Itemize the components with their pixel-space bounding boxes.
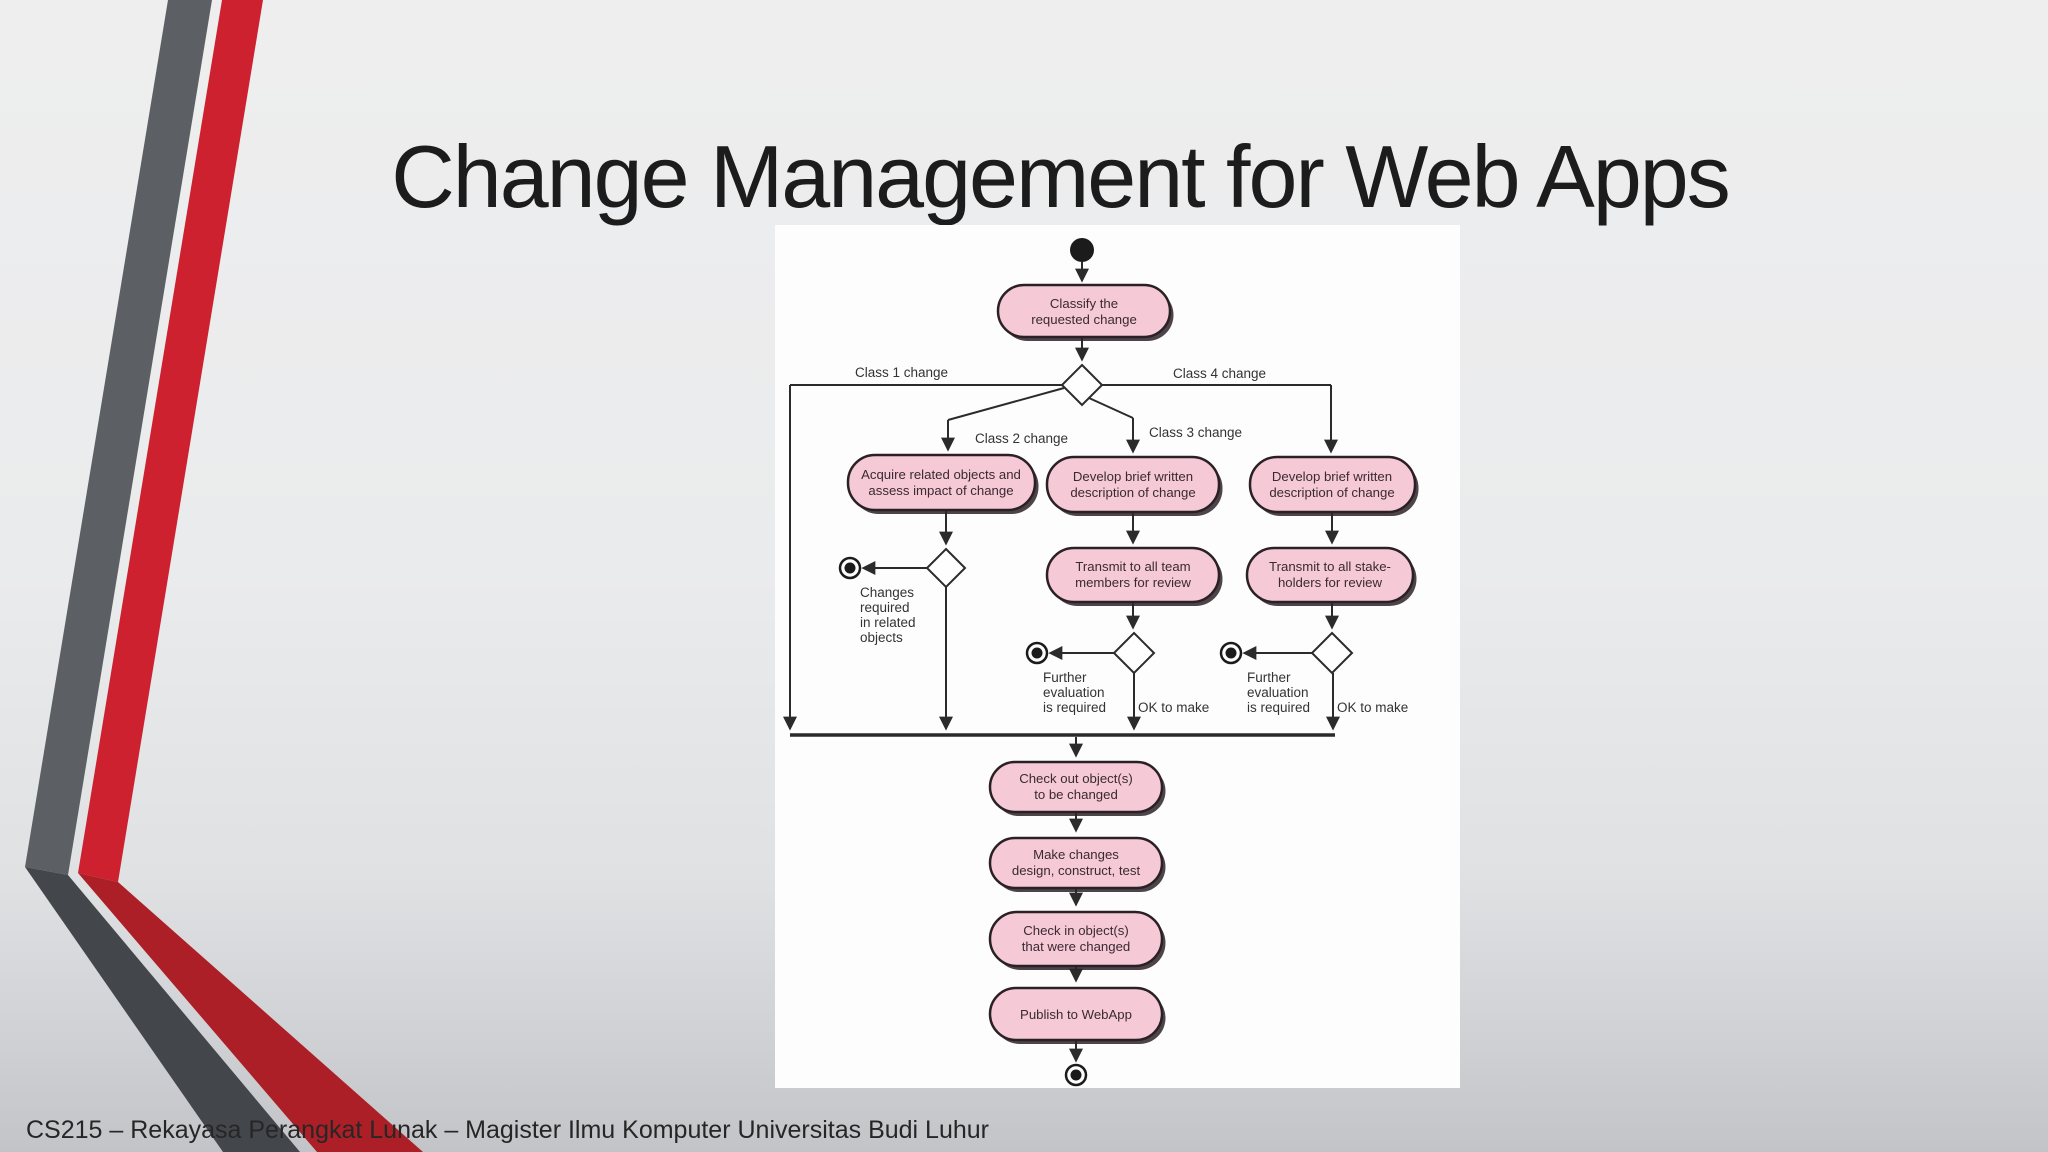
edge-labels: Class 1 change Class 4 change Class 2 ch… — [855, 365, 1408, 715]
end-node-stake — [1219, 641, 1243, 665]
svg-text:that were changed: that were changed — [1022, 939, 1131, 954]
label-class4-change: Class 4 change — [1173, 366, 1266, 381]
label-changes-required: Changes required in related objects — [860, 585, 916, 645]
end-node-team — [1025, 641, 1049, 665]
svg-text:Publish to WebApp: Publish to WebApp — [1020, 1007, 1132, 1022]
svg-text:Changes: Changes — [860, 585, 914, 600]
end-node-final — [1064, 1063, 1088, 1087]
end-node-changes — [838, 556, 862, 580]
svg-text:Make changes: Make changes — [1033, 847, 1119, 862]
svg-text:in related: in related — [860, 615, 916, 630]
svg-text:objects: objects — [860, 630, 903, 645]
activity-diagram: Classify the requested change Acquire re… — [783, 238, 1419, 1087]
activity-make-changes: Make changes design, construct, test — [988, 836, 1166, 892]
svg-text:assess impact of change: assess impact of change — [868, 483, 1013, 498]
svg-text:Develop brief written: Develop brief written — [1073, 469, 1193, 484]
activity-develop-description-class3: Develop brief written description of cha… — [1045, 455, 1223, 516]
svg-text:description of change: description of change — [1070, 485, 1195, 500]
label-further-evaluation-stake: Further evaluation is required — [1247, 670, 1310, 715]
label-class2-change: Class 2 change — [975, 431, 1068, 446]
svg-text:Transmit to all team: Transmit to all team — [1075, 559, 1190, 574]
activity-acquire-related-objects: Acquire related objects and assess impac… — [846, 453, 1039, 514]
svg-text:Further: Further — [1247, 670, 1291, 685]
svg-text:design, construct, test: design, construct, test — [1012, 863, 1141, 878]
footer-text: CS215 – Rekayasa Perangkat Lunak – Magis… — [26, 1116, 990, 1144]
svg-text:description of change: description of change — [1269, 485, 1394, 500]
slide-title: Change Management for Web Apps — [391, 127, 1730, 226]
label-ok-to-make-stake: OK to make — [1337, 700, 1408, 715]
activity-publish-to-webapp: Publish to WebApp — [988, 986, 1166, 1044]
svg-text:Transmit to all stake-: Transmit to all stake- — [1269, 559, 1391, 574]
ribbon-red-upper — [78, 0, 263, 882]
activity-transmit-stakeholders: Transmit to all stake- holders for revie… — [1245, 546, 1417, 606]
svg-text:is required: is required — [1247, 700, 1310, 715]
svg-text:Classify the: Classify the — [1050, 296, 1118, 311]
svg-text:required: required — [860, 600, 910, 615]
diagram-panel: Classify the requested change Acquire re… — [775, 225, 1460, 1088]
svg-text:Develop brief written: Develop brief written — [1272, 469, 1392, 484]
label-class1-change: Class 1 change — [855, 365, 948, 380]
decision-stake-review — [1310, 631, 1354, 675]
label-class3-change: Class 3 change — [1149, 425, 1242, 440]
diagram-connectors — [783, 262, 1340, 1063]
svg-text:evaluation: evaluation — [1043, 685, 1105, 700]
svg-text:Acquire related objects and: Acquire related objects and — [861, 467, 1021, 482]
activity-classify-requested-change: Classify the requested change — [996, 283, 1174, 341]
svg-text:Check in object(s): Check in object(s) — [1023, 923, 1129, 938]
decision-classify-class — [1060, 363, 1104, 407]
svg-text:holders for review: holders for review — [1278, 575, 1383, 590]
activity-check-out-objects: Check out object(s) to be changed — [988, 760, 1166, 816]
activity-transmit-team: Transmit to all team members for review — [1045, 546, 1223, 606]
decision-team-review — [1112, 631, 1156, 675]
decision-changes-required — [925, 547, 967, 589]
svg-text:Check out object(s): Check out object(s) — [1019, 771, 1133, 786]
ribbon-gray-upper — [25, 0, 212, 875]
svg-text:is required: is required — [1043, 700, 1106, 715]
svg-text:evaluation: evaluation — [1247, 685, 1309, 700]
svg-text:members for review: members for review — [1075, 575, 1191, 590]
label-ok-to-make-team: OK to make — [1138, 700, 1209, 715]
svg-text:to be changed: to be changed — [1034, 787, 1118, 802]
activity-check-in-objects: Check in object(s) that were changed — [988, 910, 1166, 970]
activity-develop-description-class4: Develop brief written description of cha… — [1248, 455, 1419, 516]
ribbon-red-lower — [78, 873, 423, 1152]
ribbon-gray-lower — [25, 867, 300, 1152]
label-further-evaluation-team: Further evaluation is required — [1043, 670, 1106, 715]
start-node — [1070, 238, 1094, 262]
svg-text:Further: Further — [1043, 670, 1087, 685]
svg-text:requested change: requested change — [1031, 312, 1137, 327]
